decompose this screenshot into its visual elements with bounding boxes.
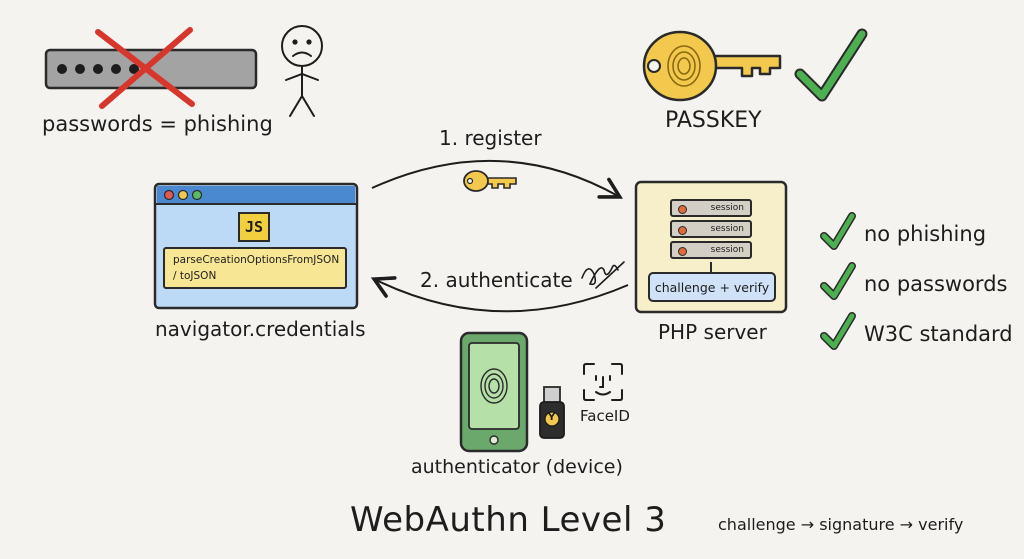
browser-window (153, 182, 359, 310)
faceid-icon (583, 363, 623, 401)
small-key-icon (463, 170, 517, 192)
signature-icon (581, 261, 625, 289)
green-check-icon (794, 28, 868, 102)
server-label: PHP server (658, 320, 767, 344)
js-badge: JS (238, 212, 270, 242)
code-snippet: parseCreationOptionsFromJSON / toJSON (163, 247, 347, 289)
authenticate-arrow (370, 276, 629, 313)
status-dot-icon (678, 247, 687, 256)
passwords-label: passwords = phishing (42, 112, 273, 136)
red-cross-icon (95, 27, 195, 109)
page-title: WebAuthn Level 3 (350, 500, 667, 540)
session-slot: session (670, 199, 752, 217)
benefit-item: W3C standard (864, 322, 1013, 346)
passkey-label: PASSKEY (665, 108, 762, 133)
benefit-item: no phishing (864, 222, 987, 246)
security-key-icon (539, 386, 565, 439)
status-dot-icon (678, 226, 687, 235)
faceid-label: FaceID (580, 407, 630, 425)
status-dot-icon (678, 205, 687, 214)
passkey-key-icon (642, 30, 782, 102)
code-line: parseCreationOptionsFromJSON (173, 254, 340, 266)
challenge-verify-chip: challenge + verify (648, 272, 776, 302)
benefit-item: no passwords (864, 272, 1008, 296)
phone-icon (459, 331, 529, 453)
authenticate-label: 2. authenticate (420, 268, 573, 292)
register-arrow (371, 159, 623, 199)
session-slot: session (670, 220, 752, 238)
browser-label: navigator.credentials (155, 317, 366, 341)
authenticator-label: authenticator (device) (411, 456, 623, 478)
benefit-check-icon (820, 312, 856, 350)
register-label: 1. register (439, 126, 542, 150)
code-line: / toJSON (173, 270, 217, 282)
security-key-letter: Y (548, 412, 556, 423)
benefit-check-icon (820, 212, 856, 250)
flow-caption: challenge → signature → verify (718, 515, 964, 534)
session-slot: session (670, 241, 752, 259)
benefit-check-icon (820, 262, 856, 300)
sad-person-icon (281, 25, 323, 117)
